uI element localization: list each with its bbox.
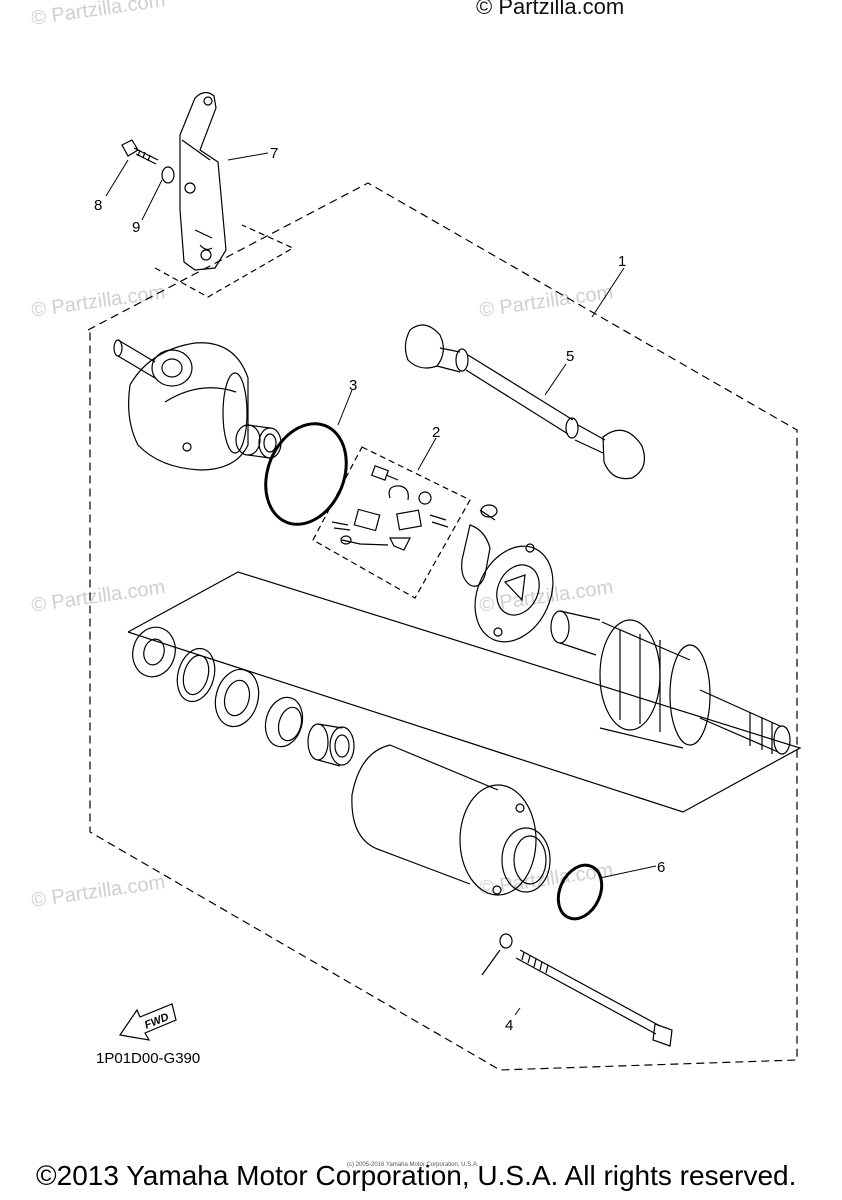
leader-lines (105, 152, 657, 1016)
bolt-part (121, 139, 159, 165)
washer-part (161, 166, 175, 184)
callout-8: 8 (94, 197, 102, 214)
brush-plate-part (461, 524, 554, 643)
diagram-code: 1P01D00-G390 (96, 1050, 201, 1067)
bracket-part (179, 91, 227, 271)
o-ring-part (264, 422, 348, 526)
armature-part (550, 610, 791, 755)
rod-part (404, 324, 645, 480)
callout-9: 9 (132, 219, 140, 236)
callout-6: 6 (657, 859, 665, 876)
assembly-boundary (87, 182, 798, 1071)
leader-bracket (481, 949, 501, 976)
shim-stack (132, 626, 304, 748)
copyright-notice: ©2013 Yamaha Motor Corporation, U.S.A. A… (36, 1160, 797, 1191)
front-cover-part (113, 339, 249, 471)
callout-1: 1 (618, 253, 626, 270)
watermark-top: © Partzilla.com (476, 0, 625, 19)
bracket-boundary (154, 224, 295, 298)
bearing-part (307, 723, 355, 767)
through-bolt-part (499, 933, 673, 1047)
callout-4: 4 (505, 1017, 513, 1034)
callout-3: 3 (349, 377, 357, 394)
brush-holder-set (331, 465, 498, 551)
callout-2: 2 (432, 424, 440, 441)
o-ring-part-2 (556, 863, 604, 921)
guide-line (127, 571, 802, 813)
callout-5: 5 (566, 348, 574, 365)
callout-7: 7 (270, 145, 278, 162)
fine-print: (c) 2005-2016 Yamaha Motor Corporation, … (347, 1162, 479, 1168)
fwd-arrow-icon (118, 1003, 177, 1041)
yoke-part (351, 744, 551, 896)
